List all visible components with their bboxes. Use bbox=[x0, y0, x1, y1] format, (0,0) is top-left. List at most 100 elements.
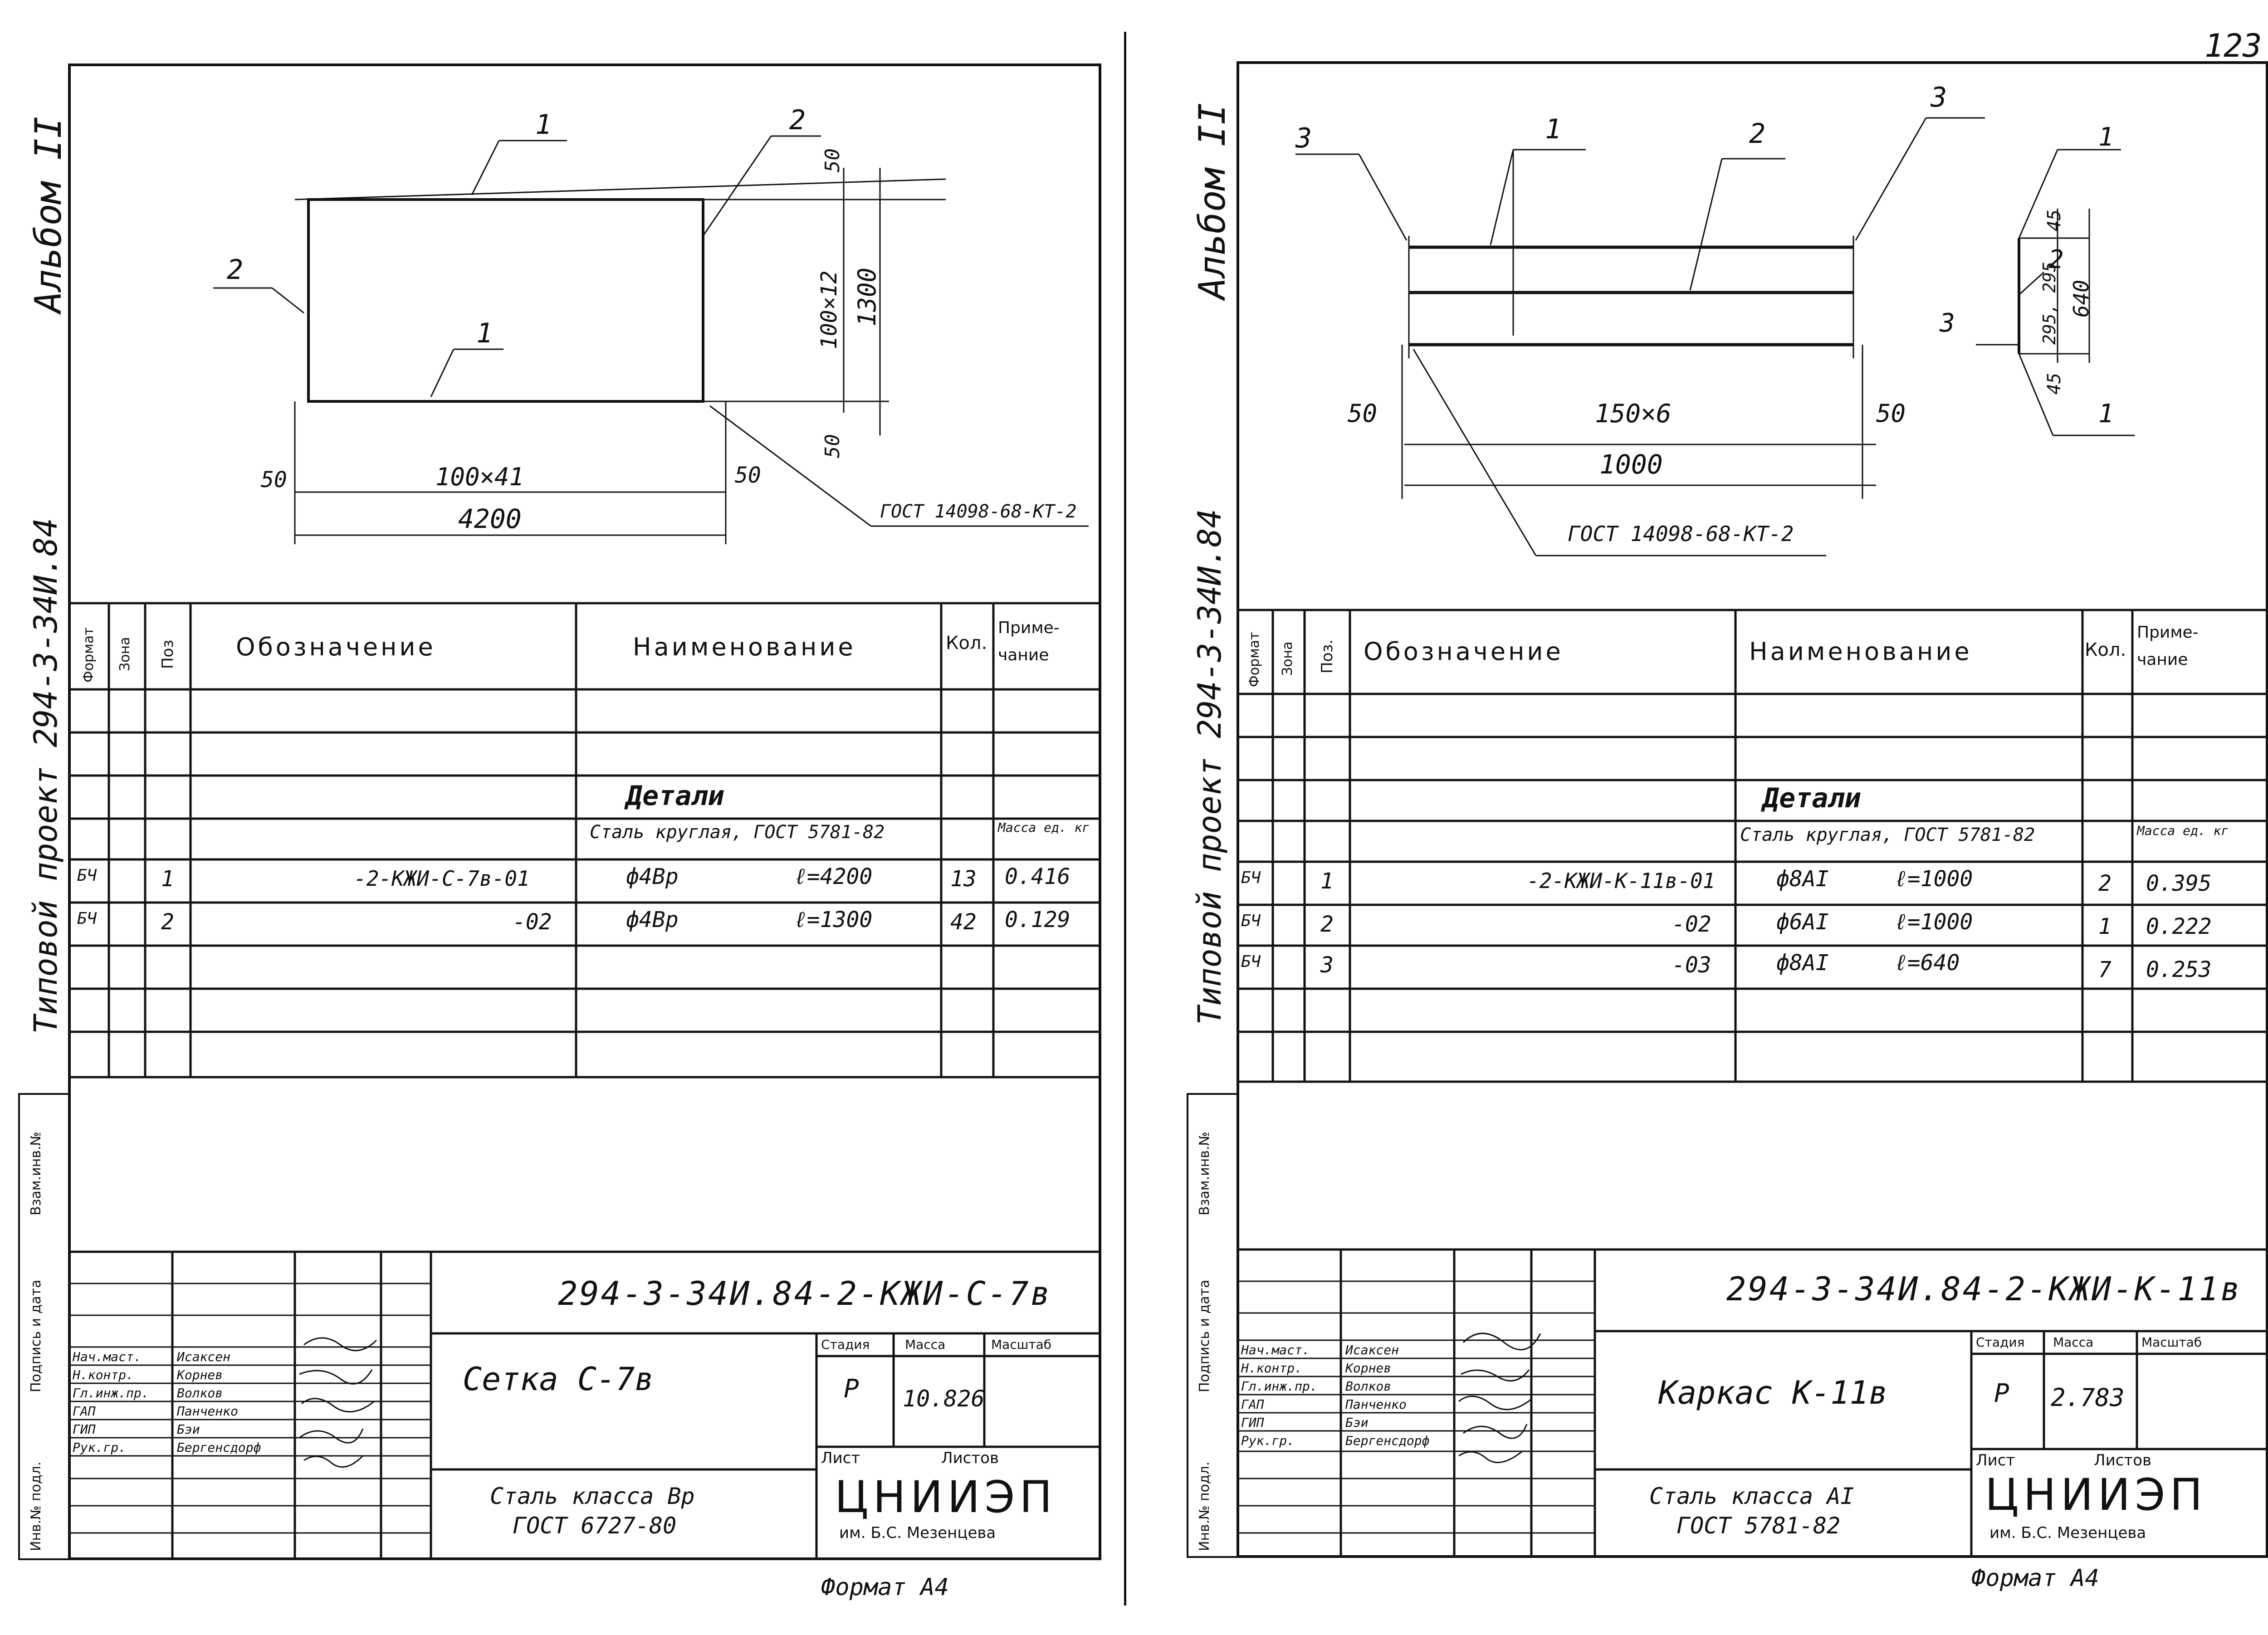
title-stage: Р bbox=[1994, 1379, 2009, 1408]
role-3-name: Волков bbox=[1345, 1379, 1392, 1394]
format-label: Формат А4 bbox=[821, 1574, 949, 1601]
row-2-length: ℓ=1000 bbox=[1894, 909, 1973, 935]
title-block-grid bbox=[68, 1250, 1101, 1560]
role-4: ГАП bbox=[1241, 1397, 1264, 1412]
header-designation: Обозначение bbox=[236, 633, 436, 661]
row-1-note: 0.416 bbox=[1005, 864, 1070, 889]
sheet-divider bbox=[1124, 32, 1126, 1606]
role-4: ГАП bbox=[73, 1404, 96, 1419]
dim-left-50: 50 bbox=[261, 467, 287, 493]
row-1-designation: -2-КЖИ-С-7в-01 bbox=[354, 866, 530, 891]
header-designation: Обозначение bbox=[1364, 637, 1564, 666]
title-sheet-label: Лист bbox=[821, 1449, 860, 1467]
title-sheet-label: Лист bbox=[1976, 1451, 2015, 1469]
title-mass-label: Масса bbox=[905, 1337, 946, 1352]
label-top-2: 2 bbox=[789, 104, 806, 136]
section-label-1-top: 1 bbox=[2098, 122, 2114, 152]
title-sheets-label: Листов bbox=[2094, 1451, 2152, 1469]
row-2-note: 0.129 bbox=[1005, 907, 1070, 932]
row-1-length: ℓ=1000 bbox=[1894, 866, 1973, 892]
title-sheets-label: Листов bbox=[941, 1449, 999, 1467]
row-1-format: БЧ bbox=[77, 866, 97, 885]
side-stamp bbox=[18, 1093, 70, 1560]
label-2-top: 2 bbox=[1749, 118, 1766, 150]
dim-length: 1000 bbox=[1599, 449, 1663, 480]
section-label-3: 3 bbox=[1940, 308, 1955, 338]
role-1: Нач.маст. bbox=[73, 1349, 142, 1364]
spec-table-grid bbox=[1237, 609, 2268, 1083]
header-name: Наименование bbox=[1749, 637, 1972, 666]
row-3-qty: 7 bbox=[2098, 957, 2112, 982]
title-block-grid bbox=[1237, 1248, 2268, 1558]
role-3: Гл.инж.пр. bbox=[73, 1386, 149, 1401]
label-1-top: 1 bbox=[1545, 113, 1562, 145]
row-2-name: ф6АI bbox=[1776, 909, 1829, 935]
cage-drawing bbox=[1295, 117, 2135, 556]
page-number: 123 bbox=[2204, 27, 2262, 64]
title-stage-label: Стадия bbox=[1976, 1335, 2025, 1350]
row-1-format: БЧ bbox=[1241, 869, 1261, 887]
row-2-format: БЧ bbox=[1241, 912, 1261, 930]
signature-scribbles bbox=[1458, 1332, 1541, 1464]
row-1-pos: 1 bbox=[1320, 869, 1334, 894]
role-5-name: Бэи bbox=[177, 1422, 200, 1437]
row-1-pos: 1 bbox=[161, 866, 174, 892]
title-mass: 2.783 bbox=[2051, 1383, 2125, 1412]
drawing-sheet-left: Альбом II Типовой проект 294-3-34И.84 bbox=[18, 63, 1101, 1601]
row-3-name: ф8АI bbox=[1776, 950, 1829, 976]
role-1-name: Исаксен bbox=[177, 1349, 231, 1364]
title-stage: Р bbox=[844, 1374, 859, 1404]
label-3-left: 3 bbox=[1295, 122, 1312, 154]
dim-left-50: 50 bbox=[1348, 399, 1378, 428]
gost-callout: ГОСТ 14098-68-КТ-2 bbox=[880, 501, 1077, 522]
label-3-right: 3 bbox=[1931, 82, 1947, 113]
title-material-line1: Сталь класса Вр bbox=[490, 1483, 695, 1509]
title-code: 294-3-34И.84-2-КЖИ-К-11в bbox=[1726, 1270, 2242, 1308]
title-mass-label: Масса bbox=[2053, 1335, 2094, 1350]
dim-right-50: 50 bbox=[1876, 399, 1906, 428]
role-5: ГИП bbox=[1241, 1415, 1264, 1430]
section-title: Детали bbox=[626, 780, 724, 812]
side-stamp bbox=[1187, 1093, 1239, 1558]
row-3-note: 0.253 bbox=[2146, 957, 2212, 982]
row-1-length: ℓ=4200 bbox=[794, 864, 873, 889]
row-2-length: ℓ=1300 bbox=[794, 907, 873, 932]
title-material-line2: ГОСТ 6727-80 bbox=[513, 1513, 677, 1539]
title-org: ЦНИИЭП bbox=[835, 1472, 1057, 1523]
row-2-pos: 2 bbox=[161, 909, 174, 935]
role-2: Н.контр. bbox=[73, 1367, 134, 1382]
material-line: Сталь круглая, ГОСТ 5781-82 bbox=[1740, 825, 2035, 845]
role-1-name: Исаксен bbox=[1345, 1342, 1399, 1357]
row-3-format: БЧ bbox=[1241, 952, 1261, 971]
role-3-name: Волков bbox=[177, 1386, 223, 1401]
row-1-qty: 2 bbox=[2098, 871, 2112, 896]
header-note: Приме-чание bbox=[2137, 623, 2199, 669]
role-2: Н.контр. bbox=[1241, 1361, 1302, 1376]
row-1-name: ф4Вр bbox=[626, 864, 679, 889]
title-material-line1: Сталь класса АI bbox=[1649, 1483, 1854, 1509]
gost-callout: ГОСТ 14098-68-КТ-2 bbox=[1568, 522, 1794, 546]
mesh-drawing bbox=[213, 135, 1089, 544]
role-5-name: Бэи bbox=[1345, 1415, 1369, 1430]
role-6: Рук.гр. bbox=[73, 1440, 127, 1455]
label-left-2: 2 bbox=[227, 254, 244, 286]
row-2-pos: 2 bbox=[1320, 912, 1334, 937]
row-3-pos: 3 bbox=[1320, 952, 1334, 978]
title-org-sub: им. Б.С. Мезенцева bbox=[1989, 1524, 2146, 1542]
dim-spacing: 150×6 bbox=[1595, 399, 1672, 429]
row-2-qty: 42 bbox=[950, 909, 977, 935]
title-name: Сетка С-7в bbox=[463, 1361, 654, 1398]
format-label: Формат А4 bbox=[1971, 1565, 2099, 1592]
title-mass: 10.826 bbox=[903, 1386, 985, 1412]
section-label-2: 2 bbox=[2048, 245, 2064, 274]
role-4-name: Панченко bbox=[1345, 1397, 1407, 1412]
header-note: Приме-чание bbox=[998, 619, 1060, 664]
row-1-designation: -2-КЖИ-К-11в-01 bbox=[1527, 869, 1716, 893]
role-5: ГИП bbox=[73, 1422, 96, 1437]
row-2-qty: 1 bbox=[2098, 914, 2112, 939]
row-2-note: 0.222 bbox=[2146, 914, 2212, 939]
role-1: Нач.маст. bbox=[1241, 1342, 1310, 1357]
row-3-designation: -03 bbox=[1672, 952, 1711, 978]
mass-note: Масса ед. кг bbox=[2137, 823, 2229, 838]
role-6: Рук.гр. bbox=[1241, 1433, 1295, 1448]
